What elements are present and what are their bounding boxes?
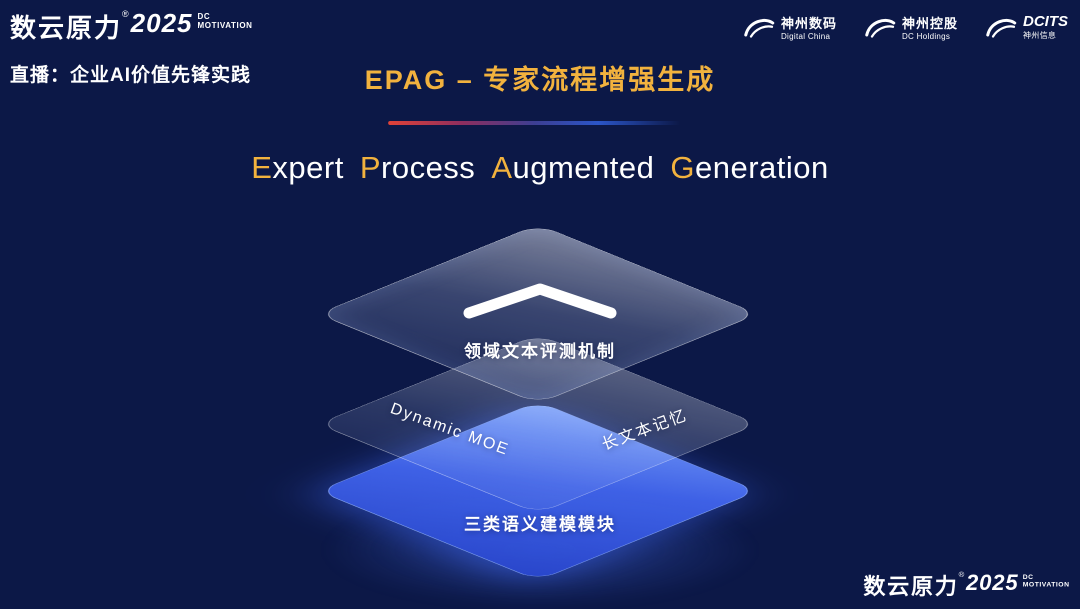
page-title: EPAG – 专家流程增强生成 (364, 65, 716, 95)
live-stream-label: 直播：企业AI价值先锋实践 (10, 65, 252, 86)
brand-subtitle: DC MOTIVATION (198, 12, 253, 30)
subtitle-rest: rocess (381, 150, 476, 185)
brand-name: 数云原力 (863, 573, 960, 600)
registered-mark: ® (959, 570, 965, 579)
brand-subtitle: DC MOTIVATION (1023, 573, 1070, 589)
subtitle-word: Generation (670, 150, 828, 185)
partner-logo-dc-holdings: 神州控股 DC Holdings (863, 13, 958, 41)
brand-year: 2025 (966, 569, 1019, 596)
partner-sub: DC Holdings (901, 32, 951, 41)
brand-logo: 数云原力 ® 2025 DC MOTIVATION (10, 8, 253, 45)
brand-sub-line1: DC (1023, 572, 1035, 581)
partner-logo-digital-china: 神州数码 Digital China (742, 13, 837, 41)
partner-sub: Digital China (780, 32, 831, 41)
partner-text: DCITS 神州信息 (1023, 13, 1068, 41)
brand-name: 数云原力 (10, 13, 123, 43)
top-layer-label: 领域文本评测机制 (464, 342, 616, 361)
subtitle-initial: G (670, 150, 696, 185)
subtitle-word: Augmented (491, 150, 654, 185)
brand-sub-line2: MOTIVATION (1023, 580, 1070, 589)
chevron-up-icon (463, 283, 617, 319)
partner-logos: 神州数码 Digital China 神州控股 DC Holdings (742, 13, 1068, 41)
subtitle-initial: P (359, 150, 381, 185)
swoosh-icon (742, 16, 775, 39)
partner-name: 神州控股 (901, 16, 958, 31)
partner-sub: 神州信息 (1023, 31, 1057, 40)
subtitle-initial: E (251, 150, 273, 185)
registered-mark: ® (122, 9, 129, 19)
bottom-layer-label: 三类语义建模模块 (464, 515, 616, 534)
footer-brand-logo: 数云原力 ® 2025 DC MOTIVATION (864, 570, 1070, 601)
partner-text: 神州数码 Digital China (781, 13, 837, 41)
swoosh-icon (984, 16, 1017, 39)
gradient-divider (388, 121, 681, 125)
subtitle-word: Expert (251, 150, 344, 185)
partner-text: 神州控股 DC Holdings (902, 13, 958, 41)
swoosh-icon (863, 16, 896, 39)
subtitle-rest: xpert (272, 150, 344, 185)
subtitle-rest: eneration (695, 150, 829, 185)
subtitle-rest: ugmented (512, 150, 655, 185)
subtitle-word: Process (360, 150, 476, 185)
brand-sub-line2: MOTIVATION (197, 21, 253, 31)
subtitle: Expert Process Augmented Generation (243, 150, 837, 186)
partner-name: 神州数码 (780, 16, 837, 31)
partner-name: DCITS (1023, 13, 1068, 30)
brand-sub-line1: DC (197, 12, 211, 21)
brand-year: 2025 (130, 8, 193, 38)
partner-logo-dcits: DCITS 神州信息 (984, 13, 1068, 41)
subtitle-initial: A (491, 150, 513, 185)
